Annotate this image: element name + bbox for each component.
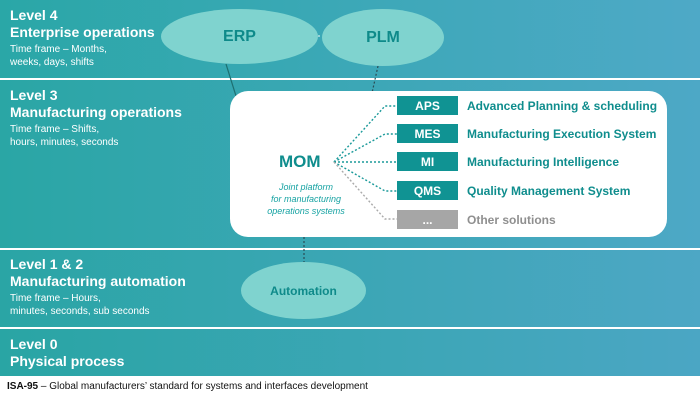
level-3-label-group: Level 3 Manufacturing operations Time fr…: [10, 87, 182, 149]
level-4-title: Level 4: [10, 7, 58, 23]
mom-subtitle-line-2: for manufacturing: [270, 194, 342, 204]
mes-box: MES: [397, 124, 458, 143]
level-1-2-time-frame-2: minutes, seconds, sub seconds: [10, 306, 150, 317]
level-3-time-frame-2: hours, minutes, seconds: [10, 137, 119, 148]
qms-box: QMS: [397, 181, 458, 200]
aps-box: APS: [397, 96, 458, 115]
plm-ellipse: PLM: [322, 9, 444, 66]
other-abbr: ...: [422, 212, 433, 227]
level-0-label-group: Level 0 Physical process: [10, 336, 124, 370]
plm-label: PLM: [366, 28, 400, 46]
other-solutions-box: ...: [397, 210, 458, 229]
other-solutions-name: Other solutions: [467, 213, 556, 227]
level-1-2-time-frame-1: Time frame – Hours,: [10, 293, 101, 304]
level-0-name: Physical process: [10, 353, 125, 369]
level-4-time-frame-1: Time frame – Months,: [10, 44, 107, 55]
caption-bold: ISA-95: [7, 381, 39, 392]
level-1-2-name: Manufacturing automation: [10, 273, 186, 289]
erp-label: ERP: [223, 27, 256, 45]
automation-ellipse: Automation: [241, 262, 366, 319]
qms-name: Quality Management System: [467, 184, 631, 198]
mi-name: Manufacturing Intelligence: [467, 155, 620, 169]
mom-subtitle-line-3: operations systems: [267, 206, 345, 216]
mi-abbr: MI: [420, 154, 435, 169]
caption: ISA-95 – Global manufacturers’ standard …: [7, 381, 368, 392]
level-0-title: Level 0: [10, 336, 58, 352]
mi-box: MI: [397, 152, 458, 171]
mom-title: MOM: [279, 152, 321, 171]
automation-label: Automation: [270, 283, 337, 298]
level-1-2-title: Level 1 & 2: [10, 256, 84, 272]
mom-subtitle-line-1: Joint platform: [278, 182, 334, 192]
level-3-name: Manufacturing operations: [10, 104, 182, 120]
qms-abbr: QMS: [413, 183, 442, 198]
level-3-title: Level 3: [10, 87, 58, 103]
erp-ellipse: ERP: [161, 9, 318, 64]
mes-abbr: MES: [414, 126, 441, 141]
level-1-2-label-group: Level 1 & 2 Manufacturing automation Tim…: [10, 256, 186, 318]
level-4-label-group: Level 4 Enterprise operations Time frame…: [10, 7, 155, 69]
level-4-time-frame-2: weeks, days, shifts: [10, 57, 94, 68]
aps-abbr: APS: [415, 98, 440, 113]
aps-name: Advanced Planning & scheduling: [467, 99, 658, 113]
level-0-band: [0, 329, 700, 376]
level-4-name: Enterprise operations: [10, 24, 155, 40]
caption-text: – Global manufacturers’ standard for sys…: [38, 381, 368, 392]
mom-subtitle: Joint platform for manufacturing operati…: [258, 181, 354, 217]
level-3-time-frame-1: Time frame – Shifts,: [10, 124, 100, 135]
mes-name: Manufacturing Execution System: [467, 127, 657, 141]
